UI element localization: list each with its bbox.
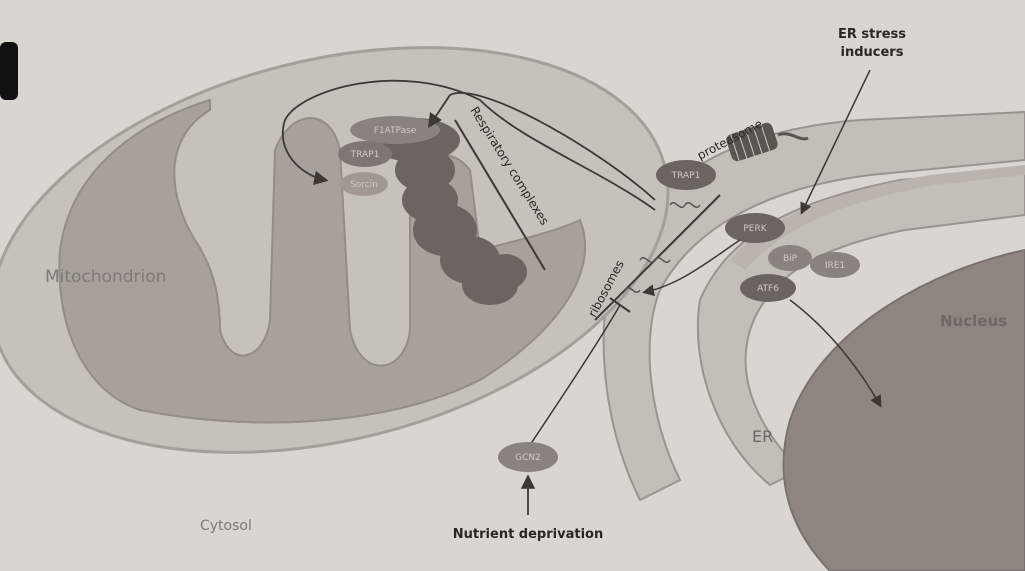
svg-text:IRE1: IRE1	[825, 261, 845, 271]
svg-text:PERK: PERK	[743, 224, 767, 234]
mitochondrion-label: Mitochondrion	[45, 267, 166, 287]
cytosol-label: Cytosol	[200, 518, 252, 534]
svg-text:Sorcin: Sorcin	[350, 180, 378, 190]
protein-trap1-mito: TRAP1	[338, 141, 392, 167]
nucleus-label: Nucleus	[940, 312, 1007, 330]
er-stress-label-line1: ER stress	[838, 27, 906, 42]
er-stress-label-line2: inducers	[841, 45, 904, 60]
complex-blob	[483, 254, 527, 290]
svg-text:BiP: BiP	[783, 254, 798, 264]
protein-trap1-er: TRAP1	[656, 160, 716, 190]
protein-bip: BiP	[768, 245, 812, 271]
protein-f1atpase: F1ATPase	[350, 116, 440, 144]
protein-perk: PERK	[725, 213, 785, 243]
svg-text:ATF6: ATF6	[757, 284, 779, 294]
protein-atf6: ATF6	[740, 274, 796, 302]
protein-gcn2: GCN2	[498, 442, 558, 472]
svg-text:GCN2: GCN2	[515, 453, 541, 463]
svg-text:F1ATPase: F1ATPase	[374, 126, 417, 136]
protein-sorcin: Sorcin	[340, 172, 388, 196]
protein-ire1: IRE1	[810, 252, 860, 278]
svg-text:TRAP1: TRAP1	[671, 171, 701, 181]
er-label: ER	[752, 427, 773, 446]
svg-text:TRAP1: TRAP1	[350, 150, 380, 160]
corner-tab	[0, 42, 18, 100]
nutrient-label: Nutrient deprivation	[453, 527, 603, 542]
